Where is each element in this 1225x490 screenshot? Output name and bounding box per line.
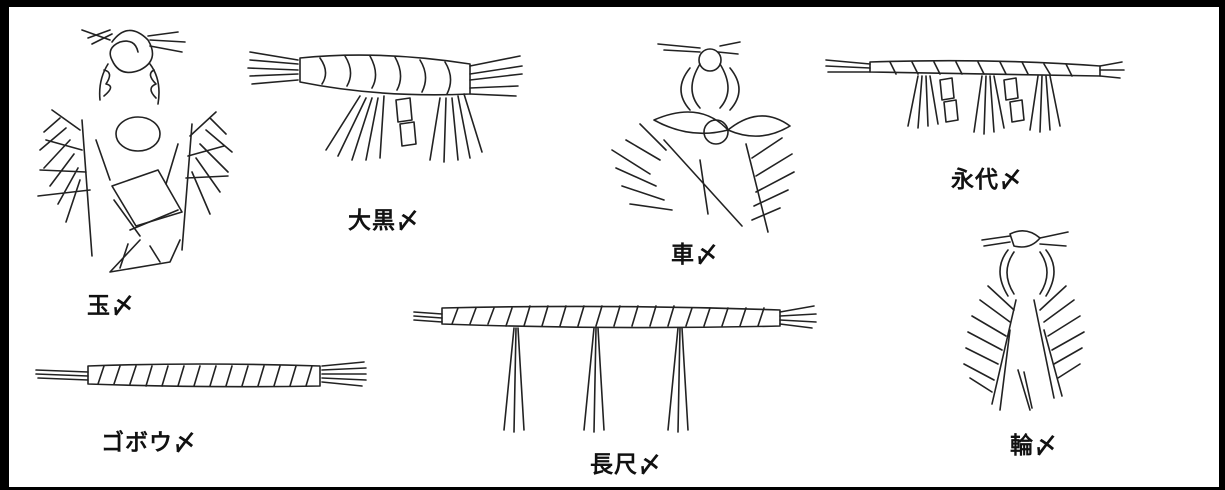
daikoku-shime-illustration	[247, 51, 523, 163]
label-wa: 輪〆	[1010, 433, 1058, 459]
label-kuruma: 車〆	[671, 242, 719, 268]
label-nagajaku: 長尺〆	[590, 452, 662, 478]
gobou-shime-illustration	[35, 361, 367, 388]
wa-shime-illustration	[963, 230, 1085, 411]
nagajaku-shime-illustration	[413, 305, 817, 433]
label-eitai: 永代〆	[951, 167, 1023, 193]
label-daikoku: 大黒〆	[348, 208, 420, 234]
label-tama: 玉〆	[87, 293, 135, 319]
tama-shime-illustration	[37, 29, 233, 273]
kuruma-shime-illustration	[611, 41, 795, 233]
eitai-shime-illustration	[825, 59, 1125, 135]
label-gobou: ゴボウ〆	[101, 430, 197, 456]
